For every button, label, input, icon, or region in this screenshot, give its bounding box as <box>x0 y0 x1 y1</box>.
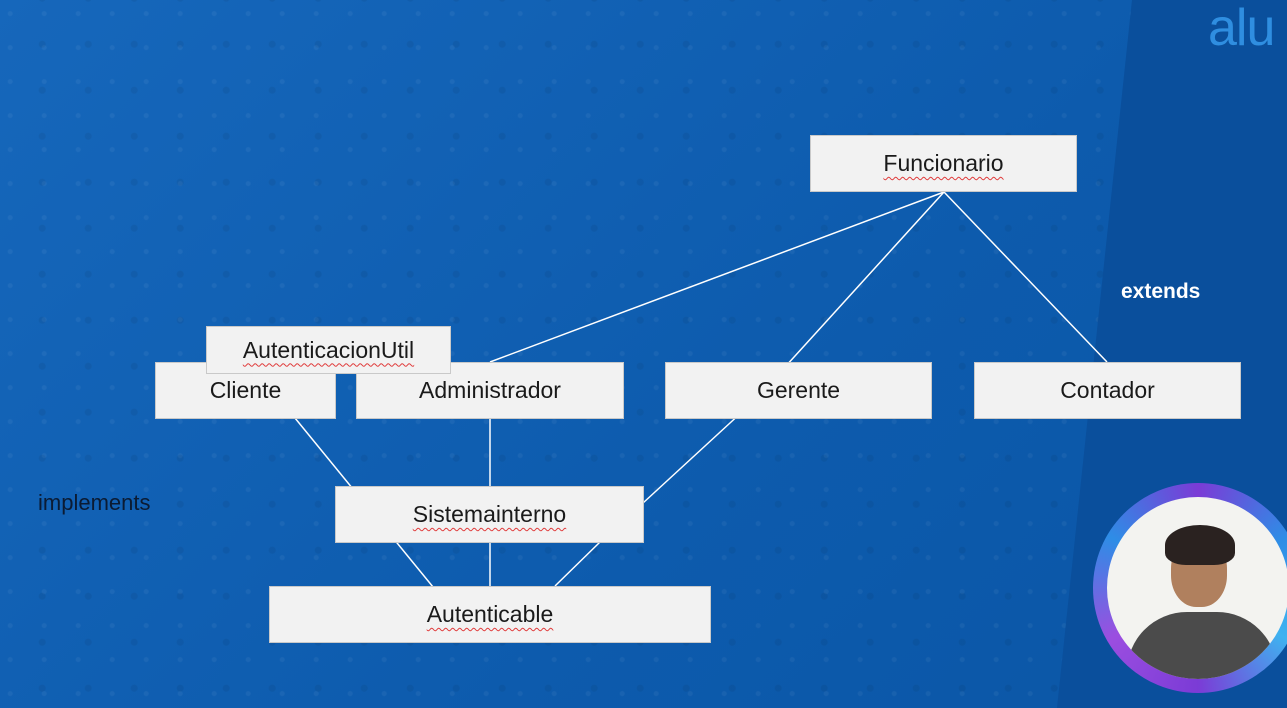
node-gerente-label: Gerente <box>756 377 841 403</box>
presenter-webcam <box>1093 483 1287 693</box>
implements-label: implements <box>38 490 151 515</box>
extends-label: extends <box>1121 280 1201 303</box>
node-funcionario: Funcionario <box>810 135 1077 192</box>
node-autenticacion-util: AutenticacionUtil <box>206 326 451 374</box>
node-contador: Contador <box>974 362 1241 419</box>
connector-funcionario-contador <box>943 191 1108 363</box>
connector-funcionario-administrador <box>489 191 945 363</box>
connector-sistemainterno-autenticable-right <box>554 541 601 587</box>
presenter-hair <box>1165 525 1235 565</box>
node-gerente: Gerente <box>665 362 932 419</box>
node-administrador-label: Administrador <box>419 377 561 403</box>
node-autenticacion-util-label: AutenticacionUtil <box>242 336 415 363</box>
brand-logo: alu <box>1208 0 1275 57</box>
node-autenticable: Autenticable <box>269 586 711 643</box>
webcam-frame <box>1107 497 1287 679</box>
node-cliente-label: Cliente <box>209 377 282 403</box>
node-sistemainterno-label: Sistemainterno <box>412 501 567 527</box>
node-contador-label: Contador <box>1060 377 1155 403</box>
node-funcionario-label: Funcionario <box>883 150 1004 176</box>
node-sistemainterno: Sistemainterno <box>335 486 644 543</box>
presenter-body <box>1127 612 1277 679</box>
node-autenticable-label: Autenticable <box>426 601 554 627</box>
